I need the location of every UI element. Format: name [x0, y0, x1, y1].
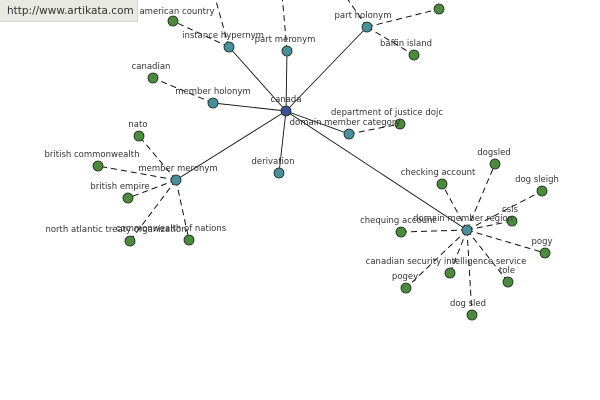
- node-dog-sled[interactable]: [466, 309, 478, 321]
- label-member-meronym[interactable]: member meronym: [138, 164, 217, 174]
- label-part-meronym[interactable]: part meronym: [255, 35, 316, 45]
- edge-domain_member_region-to-chequing_account: [400, 229, 468, 233]
- node-csis[interactable]: [506, 215, 518, 227]
- edge-member_meronym-to-nato_full: [129, 179, 177, 242]
- label-nato-full[interactable]: north atlantic treaty organization: [45, 225, 186, 235]
- edge-part_holonym-to-baffin_island: [366, 26, 415, 56]
- label-british-empire[interactable]: british empire: [90, 182, 149, 192]
- label-csis[interactable]: csis: [502, 205, 518, 215]
- edge-domain_member_region-to-tole: [466, 229, 509, 283]
- edge-domain_member_region-to-checking_account: [441, 183, 468, 231]
- node-canada[interactable]: [280, 105, 292, 117]
- label-csis-full[interactable]: canadian security intelligence service: [366, 257, 527, 267]
- graph-edges: [97, 0, 546, 316]
- node-american-country[interactable]: [167, 15, 179, 27]
- graph-nodes: [92, 3, 551, 321]
- node-csis-full[interactable]: [444, 267, 456, 279]
- node-pogey[interactable]: [400, 282, 412, 294]
- label-canada[interactable]: canada: [270, 95, 301, 105]
- node-checking-account[interactable]: [436, 178, 448, 190]
- site-url-link[interactable]: http://www.artikata.com: [0, 0, 138, 22]
- node-chequing-account[interactable]: [395, 226, 407, 238]
- node-part-meronym[interactable]: [281, 45, 293, 57]
- node-part-holonym[interactable]: [361, 21, 373, 33]
- edge-instance_hypernym-to-american_country: [172, 20, 230, 48]
- node-nato[interactable]: [133, 130, 145, 142]
- label-domain-member-category[interactable]: domain member category: [290, 118, 401, 128]
- label-department-of-justice[interactable]: department of justice dojc: [331, 108, 443, 118]
- label-commonwealth-of-nations[interactable]: commonwealth of nations: [116, 224, 227, 234]
- label-british-commonwealth[interactable]: british commonwealth: [45, 150, 140, 160]
- label-chequing-account[interactable]: chequing account: [360, 216, 436, 226]
- node-dog-sleigh[interactable]: [536, 185, 548, 197]
- node-nato-full[interactable]: [124, 235, 136, 247]
- edge-domain_member_region-to-dog_sleigh: [466, 190, 543, 231]
- label-part-holonym[interactable]: part holonym: [335, 11, 392, 21]
- node-member-holonym[interactable]: [207, 97, 219, 109]
- label-dog-sled[interactable]: dog sled: [450, 299, 486, 309]
- node-pogy[interactable]: [539, 247, 551, 259]
- node-british-commonwealth[interactable]: [92, 160, 104, 172]
- label-canadian[interactable]: canadian: [132, 62, 171, 72]
- edge-domain_member_region-to-csis: [466, 220, 513, 231]
- node-member-meronym[interactable]: [170, 174, 182, 186]
- edge-member_holonym-to-canadian: [152, 77, 214, 104]
- edge-domain_member_region-to-dog_sled: [466, 229, 473, 316]
- edge-member_meronym-to-british_commonwealth: [97, 165, 177, 181]
- node-baffin-island[interactable]: [408, 49, 420, 61]
- node-department-of-justice[interactable]: [394, 118, 406, 130]
- label-derivation[interactable]: derivation: [251, 157, 294, 167]
- edge-canada-to-part_meronym: [285, 50, 288, 112]
- node-tole[interactable]: [502, 276, 514, 288]
- node-dogsled[interactable]: [489, 158, 501, 170]
- node-british-empire[interactable]: [122, 192, 134, 204]
- label-dogsled[interactable]: dogsled: [477, 148, 510, 158]
- label-baffin-island[interactable]: baffin island: [380, 39, 432, 49]
- edge-domain_member_region-to-dogsled: [466, 163, 496, 231]
- edge-canada-to-domain_member_category: [285, 110, 350, 135]
- label-member-holonym[interactable]: member holonym: [175, 87, 250, 97]
- edge-part_holonym-to-canadian_maritime_provinces: [366, 8, 440, 28]
- label-dog-sleigh[interactable]: dog sleigh: [515, 175, 559, 185]
- label-tole[interactable]: tole: [499, 266, 515, 276]
- node-instance-hypernym[interactable]: [223, 41, 235, 53]
- edge-instance_hypernym-to-offscreen_a: [215, 0, 230, 48]
- edge-member_meronym-to-commonwealth_of_nations: [175, 179, 190, 241]
- edge-domain_member_category-to-department_of_justice: [348, 123, 401, 135]
- label-pogey[interactable]: pogey: [392, 272, 418, 282]
- label-american-country[interactable]: american country: [139, 7, 214, 17]
- node-domain-member-category[interactable]: [343, 128, 355, 140]
- node-canadian-maritime-provinces[interactable]: [433, 3, 445, 15]
- edge-domain_member_region-to-pogy: [466, 229, 546, 254]
- edge-domain_member_region-to-pogey: [405, 229, 468, 289]
- edge-canada-to-part_holonym: [285, 26, 368, 112]
- edge-canada-to-instance_hypernym: [228, 46, 287, 112]
- label-domain-member-region[interactable]: domain member region: [413, 214, 513, 224]
- edge-part_holonym-to-offscreen_c: [347, 0, 368, 28]
- edge-member_meronym-to-british_empire: [127, 179, 177, 199]
- node-derivation[interactable]: [273, 167, 285, 179]
- label-nato[interactable]: nato: [128, 120, 147, 130]
- edge-canada-to-member_meronym: [175, 110, 287, 181]
- label-pogy[interactable]: pogy: [531, 237, 552, 247]
- node-commonwealth-of-nations[interactable]: [183, 234, 195, 246]
- edge-canada-to-member_holonym: [212, 102, 287, 112]
- edge-domain_member_region-to-csis_full: [449, 229, 468, 274]
- label-checking-account[interactable]: checking account: [401, 168, 476, 178]
- node-domain-member-region[interactable]: [461, 224, 473, 236]
- label-instance-hypernym[interactable]: instance hypernym: [182, 31, 264, 41]
- node-canadian[interactable]: [147, 72, 159, 84]
- edge-canada-to-derivation: [278, 110, 287, 174]
- edge-canada-to-domain_member_region: [285, 110, 468, 231]
